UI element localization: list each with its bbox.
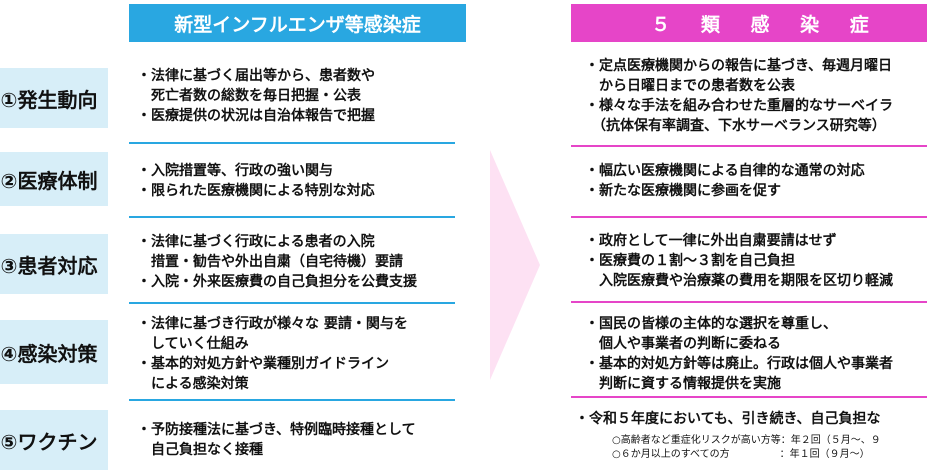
text-line: ・医療費の１割～３割を自己負担 (585, 253, 795, 269)
right-separator (571, 301, 927, 303)
text-line: 個人や事業者の判断に委ねる (585, 336, 781, 352)
header-class5: ５ 類 感 染 症 (571, 4, 927, 42)
text-line: ・法律に基づく行政による患者の入院 (137, 234, 375, 250)
left-separator (129, 142, 455, 144)
header-new-influenza: 新型インフルエンザ等感染症 (129, 4, 466, 42)
text-line: ・新たな医療機関に参画を促す (585, 183, 781, 199)
category-outbreak-trend: ①発生動向 (0, 68, 108, 128)
left-vaccine: ・予防接種法に基づき、特例臨時接種として 自己負担なく接種 (137, 420, 416, 460)
text-line: ・入院措置等、行政の強い関与 (137, 163, 333, 179)
text-line: 措置・勧告や外出自粛（自宅待機）要請 (137, 254, 403, 270)
text-line: ・国民の皆様の主体的な選択を尊重し、 (585, 316, 837, 332)
text-line: ・基本的対処方針等は廃止。行政は個人や事業者 (585, 356, 893, 372)
right-separator (571, 216, 927, 218)
text-line: ・入院・外来医療費の自己負担分を公費支援 (137, 274, 417, 290)
vaccine-note: ○６か月以上のすべての方 ：年１回（９月～） (612, 449, 870, 460)
left-infection-control: ・法律に基づき行政が様々な 要請・関与を していく仕組み ・基本的対処方針や業種… (137, 314, 408, 394)
category-vaccine: ⑤ワクチン (0, 410, 108, 470)
text-line: ・令和５年度においても、引き続き、自己負担な (575, 411, 881, 427)
left-patient-response: ・法律に基づく行政による患者の入院 措置・勧告や外出自粛（自宅待機）要請 ・入院… (137, 232, 417, 292)
text-line: 判断に資する情報提供を実施 (585, 376, 781, 392)
text-line: による感染対策 (137, 376, 249, 392)
right-patient-response: ・政府として一律に外出自粛要請はせず ・医療費の１割～３割を自己負担 入院医療費… (585, 231, 893, 291)
right-outbreak-trend: ・定点医療機関からの報告に基づき、毎週月曜日 から日曜日までの患者数を公表 ・様… (585, 56, 893, 136)
text-line: 自己負担なく接種 (137, 442, 263, 458)
text-line: していく仕組み (137, 336, 249, 352)
text-line: ・医療提供の状況は自治体報告で把握 (137, 108, 375, 124)
text-line: ・定点医療機関からの報告に基づき、毎週月曜日 (585, 58, 893, 74)
left-separator (129, 216, 455, 218)
left-medical-system: ・入院措置等、行政の強い関与 ・限られた医療機関による特別な対応 (137, 161, 375, 201)
text-line: ・予防接種法に基づき、特例臨時接種として (137, 422, 416, 438)
text-line: ・様々な手法を組み合わせた重層的なサーベイラ (585, 98, 893, 114)
text-line: ・限られた医療機関による特別な対応 (137, 183, 375, 199)
category-medical-system: ②医療体制 (0, 152, 108, 206)
vaccine-note: ○高齢者など重症化リスクが高い方等：年２回（５月～、９ (612, 435, 881, 446)
text-line: ・基本的対処方針や業種別ガイドライン (137, 356, 389, 372)
category-patient-response: ③患者対応 (0, 234, 108, 294)
right-medical-system: ・幅広い医療機関による自律的な通常の対応 ・新たな医療機関に参画を促す (585, 161, 865, 201)
left-separator (129, 399, 455, 401)
text-line: 死亡者数の総数を毎日把握・公表 (137, 88, 361, 104)
right-vaccine: ・令和５年度においても、引き続き、自己負担な (575, 409, 880, 429)
transition-arrow-icon (490, 150, 540, 380)
right-infection-control: ・国民の皆様の主体的な選択を尊重し、 個人や事業者の判断に委ねる ・基本的対処方… (585, 314, 893, 394)
text-line: ・政府として一律に外出自粛要請はせず (585, 233, 837, 249)
text-line: 入院医療費や治療薬の費用を期限を区切り軽減 (585, 273, 893, 289)
left-separator (129, 302, 455, 304)
text-line: （抗体保有率調査、下水サーベランス研究等） (585, 118, 886, 134)
right-separator (571, 396, 927, 398)
right-separator (571, 145, 927, 147)
text-line: ・法律に基づき行政が様々な 要請・関与を (137, 316, 408, 332)
left-outbreak-trend: ・法律に基づく届出等から、患者数や 死亡者数の総数を毎日把握・公表 ・医療提供の… (137, 66, 375, 126)
text-line: ・幅広い医療機関による自律的な通常の対応 (585, 163, 865, 179)
category-infection-control: ④感染対策 (0, 320, 108, 384)
text-line: ・法律に基づく届出等から、患者数や (137, 68, 375, 84)
text-line: から日曜日までの患者数を公表 (585, 78, 795, 94)
